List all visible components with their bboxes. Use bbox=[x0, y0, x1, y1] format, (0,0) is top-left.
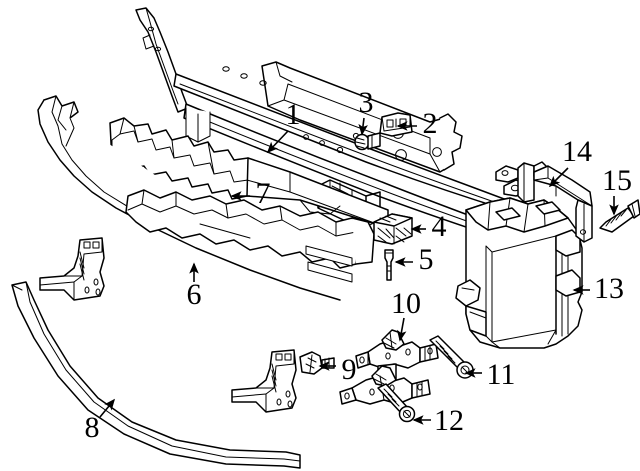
part-2-retainer-clip bbox=[379, 112, 413, 137]
part-8-lower-stiffener-bar bbox=[11, 281, 301, 469]
leader-3 bbox=[358, 117, 368, 136]
part-13-radar-sensor-module bbox=[455, 197, 583, 349]
callout-label-12: 12 bbox=[434, 404, 464, 437]
callout-label-10: 10 bbox=[391, 287, 421, 320]
leader-14 bbox=[548, 167, 569, 188]
leader-1 bbox=[266, 130, 289, 154]
part-15-hex-head-bolt bbox=[599, 199, 640, 233]
part-4-absorber-block bbox=[373, 213, 413, 245]
callout-label-6: 6 bbox=[187, 278, 202, 311]
part-3-push-pin-fastener bbox=[354, 132, 381, 151]
callout-label-4: 4 bbox=[432, 210, 447, 243]
callout-label-11: 11 bbox=[487, 358, 516, 391]
part-6-mounting-bracket-left bbox=[39, 237, 105, 301]
part-6-mounting-bracket-right bbox=[231, 349, 297, 413]
callout-label-3: 3 bbox=[359, 86, 374, 119]
part-14-sensor-upper-bracket bbox=[495, 161, 593, 243]
leader-8 bbox=[99, 398, 116, 418]
callout-label-14: 14 bbox=[562, 135, 592, 168]
callout-label-2: 2 bbox=[423, 107, 438, 140]
callout-label-9: 9 bbox=[342, 353, 357, 386]
callout-leaders bbox=[99, 117, 619, 425]
part-12-short-flange-bolt bbox=[377, 383, 416, 423]
part-5-stud-pin bbox=[384, 249, 394, 281]
part-6-lower-reinforcement bbox=[37, 95, 375, 301]
callout-label-13: 13 bbox=[594, 272, 624, 305]
callout-label-8: 8 bbox=[85, 411, 100, 444]
callout-label-1: 1 bbox=[286, 98, 301, 131]
callout-label-15: 15 bbox=[602, 164, 632, 197]
callout-label-5: 5 bbox=[419, 243, 434, 276]
callout-numbers: 1 2 3 4 5 6 7 8 9 10 11 12 13 14 15 bbox=[85, 86, 633, 444]
callout-label-7: 7 bbox=[256, 177, 271, 210]
leader-10 bbox=[396, 317, 407, 342]
